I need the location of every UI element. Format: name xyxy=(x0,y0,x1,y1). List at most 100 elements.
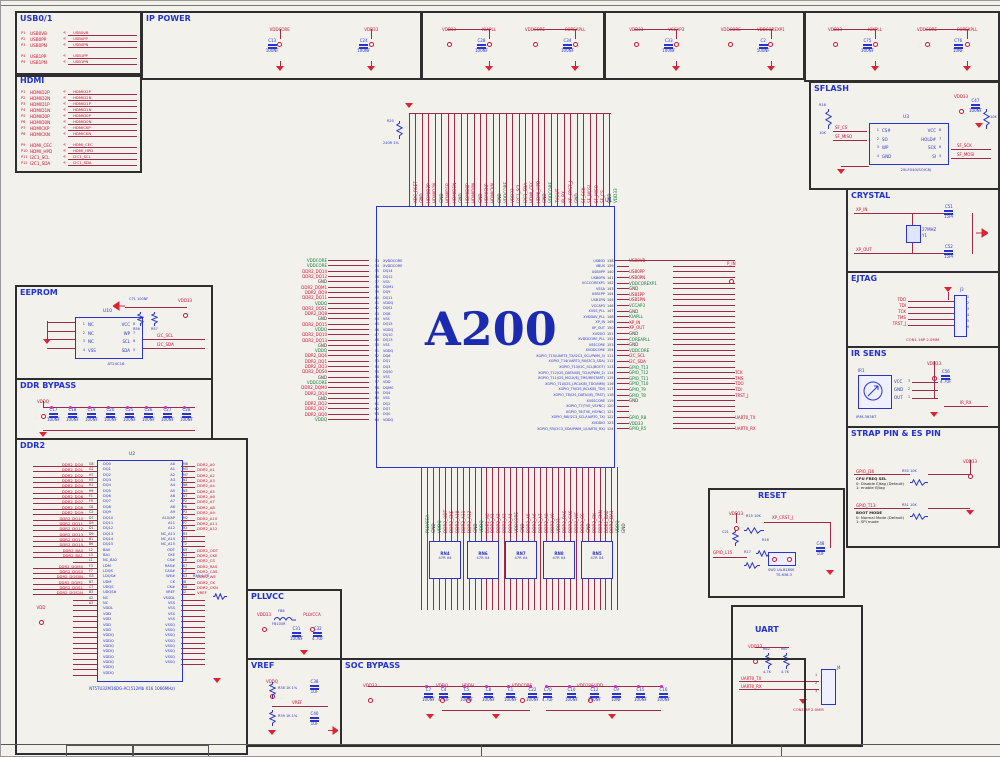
net-name: HDMID1N xyxy=(30,107,51,113)
wire xyxy=(181,621,205,623)
cap-ref: C13 xyxy=(268,38,277,43)
wire xyxy=(673,338,735,340)
pin-number: H9 xyxy=(89,488,94,493)
wire xyxy=(925,29,969,30)
pin-number: 45 xyxy=(374,322,379,327)
wire xyxy=(181,653,205,655)
wire xyxy=(608,113,610,206)
wire xyxy=(428,113,430,206)
pin-number: K2 xyxy=(183,552,188,557)
cap-value: 100NF xyxy=(861,48,874,54)
net-label: DDR2_A8 xyxy=(197,504,215,510)
wire xyxy=(143,339,205,340)
pin-name: VDD xyxy=(103,622,111,627)
wire xyxy=(944,406,988,407)
block-title: UART xyxy=(755,625,779,634)
wire xyxy=(33,551,97,553)
pin-number: C7 xyxy=(89,585,94,590)
pin-name: XGPIO_T13(I2C_SCL/BOOT) xyxy=(559,365,605,370)
net-label: VDDCORE xyxy=(306,379,327,385)
pin-number: 139 xyxy=(607,264,614,269)
net-label: USB1PP xyxy=(73,52,88,58)
net-label: DDR2_DQ15 xyxy=(302,321,327,327)
wire xyxy=(875,29,876,39)
wire xyxy=(181,524,195,526)
connector-chevron-icon: « xyxy=(63,53,67,59)
switch-body xyxy=(768,552,796,566)
pin-number: 149 xyxy=(607,320,614,325)
wire xyxy=(589,113,591,206)
net-label: DDR2_A11 xyxy=(197,520,218,526)
pin-number: 6 xyxy=(133,339,136,343)
wire xyxy=(934,361,935,399)
fb-ref: FB6 xyxy=(278,609,285,613)
wire xyxy=(634,29,679,30)
wire xyxy=(181,658,205,660)
cap-value: 4.7UF xyxy=(542,697,554,703)
wire xyxy=(599,467,601,610)
port-ref: P2 xyxy=(21,96,26,100)
pin-name: SDA xyxy=(121,347,130,353)
pin-name: VDDQ xyxy=(383,327,394,332)
pin-name: A11 xyxy=(167,520,175,525)
pin-number: 152 xyxy=(607,337,614,342)
net-label: VREF xyxy=(197,590,207,596)
power-terminal: VDD33 xyxy=(813,18,857,50)
wire xyxy=(328,392,369,394)
wire xyxy=(617,411,629,413)
net-label: DDR2_A9 xyxy=(197,510,215,516)
a200-chip-label: A200 xyxy=(425,302,557,356)
net-label: DDR2_A10 xyxy=(197,515,218,521)
cap-value: 4.7UF xyxy=(438,697,450,703)
wire xyxy=(328,419,369,421)
wire xyxy=(570,113,572,206)
power-terminal-icon xyxy=(182,313,188,318)
pull-resistor xyxy=(910,505,928,524)
wire xyxy=(33,476,97,478)
pin-name: DQS0 xyxy=(383,369,393,374)
wire xyxy=(908,325,954,326)
wire xyxy=(551,467,553,610)
net-label: COREXPLL xyxy=(957,27,978,32)
wire xyxy=(545,467,547,610)
res-ref: R50 10K xyxy=(902,469,917,473)
pin-name: NC_A13 xyxy=(160,531,175,536)
cap-value: 10NF xyxy=(611,697,622,703)
wire xyxy=(33,514,97,516)
pullup-resistor xyxy=(136,311,145,330)
pin-number: 33 xyxy=(374,258,379,263)
net-label: DDR2_DQM0 xyxy=(58,563,83,569)
wire xyxy=(371,61,373,66)
wire xyxy=(181,546,205,548)
net-label: P_IN xyxy=(727,261,736,266)
net-label: USB1PN xyxy=(73,58,89,64)
pin-name: VCCCOREXP1 xyxy=(581,281,605,286)
net-label: HDMID2N xyxy=(73,94,92,100)
pin-name: DQ1 xyxy=(383,359,391,364)
a200-right-pins: USB0D138USB0VBVBUS139USB0PP140USB0PPUSB0… xyxy=(499,258,767,431)
wire xyxy=(125,307,187,308)
wire xyxy=(617,416,629,418)
wire xyxy=(181,642,205,644)
pin-number: C2 xyxy=(89,510,94,515)
pin-name: DQ15 xyxy=(103,542,114,547)
wire xyxy=(73,605,97,607)
net-label: USB0PN xyxy=(73,41,89,47)
resistor xyxy=(268,682,277,702)
ic-ref: IR1 xyxy=(858,368,865,373)
